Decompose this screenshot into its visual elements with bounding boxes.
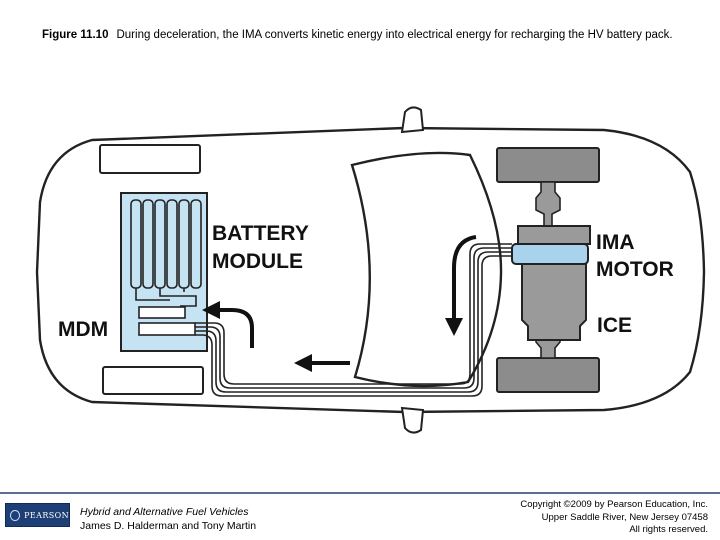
arrow-head-left [294,354,312,372]
mdm-junction [138,322,196,336]
arrow-head-to-battery [202,301,220,319]
rear-panel-top [99,144,201,174]
battery-wiring [135,288,197,307]
battery-label-line1: BATTERY [212,222,309,245]
right-mirror [400,406,425,434]
footer-divider [0,492,720,494]
front-wheel-top [496,147,600,183]
mdm-unit [138,306,186,319]
windshield [350,151,503,388]
figure-number: Figure 11.10 [42,29,109,41]
ice-label: ICE [597,314,632,337]
hybrid-vehicle-diagram: BATTERY MODULE IMA MOTOR ICE MDM [35,106,706,434]
hv-cables [195,243,512,397]
ima-motor [511,243,589,265]
copyright-line-1: Copyright ©2009 by Pearson Education, In… [520,499,708,510]
pearson-logo: PEARSON [5,503,70,527]
copyright-line-2: Upper Saddle River, New Jersey 07458 [541,511,708,523]
logo-text: PEARSON [24,510,69,520]
copyright-notice: Copyright ©2009 by Pearson Education, In… [520,499,708,537]
ima-label-line1: IMA [596,231,635,254]
engine-block [521,261,587,341]
book-authors: James D. Halderman and Tony Martin [80,520,257,532]
energy-flow-arrows [218,235,477,365]
ima-housing [517,225,591,245]
battery-label-line2: MODULE [212,250,303,273]
book-title: Hybrid and Alternative Fuel Vehicles [80,506,249,518]
front-wheel-bottom [496,357,600,393]
caption-text: During deceleration, the IMA converts ki… [116,29,673,41]
book-info: Hybrid and Alternative Fuel Vehicles Jam… [80,505,256,533]
figure-caption: Figure 11.10 During deceleration, the IMA… [42,28,692,43]
copyright-line-3: All rights reserved. [629,524,708,535]
mdm-label: MDM [58,318,108,341]
pearson-logo-mark-icon [10,509,21,521]
ima-label-line2: MOTOR [596,258,674,281]
battery-cells [130,199,202,289]
arrow-head-down [445,318,463,336]
rear-panel-bottom [102,366,204,395]
left-mirror [400,106,425,134]
